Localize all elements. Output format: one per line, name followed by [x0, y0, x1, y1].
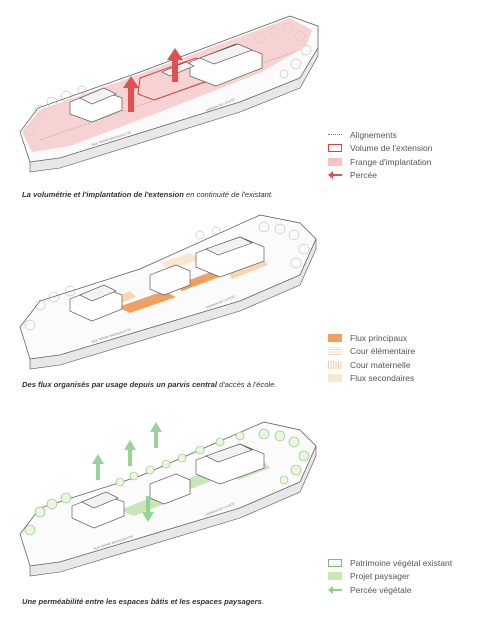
axonometric-site-plan-3: RUE PIERRE BROSSOLETTE TERRAIN DE LA COT… — [19, 421, 317, 577]
legend-item-flux-secondaires: Flux secondaires — [328, 372, 415, 386]
green-arrow-icon — [328, 585, 342, 594]
caption-panel-2: Des flux organisés par usage depuis un p… — [22, 380, 277, 389]
green-fill-swatch-icon — [328, 572, 342, 581]
tree-texture — [24, 221, 310, 331]
panel-volumetrie: RUE PIERRE BROSSOLETTE TERRAIN DE LA COT… — [0, 0, 488, 205]
legend-panel-2: Flux principaux Cour élémentaire Cour ma… — [328, 331, 415, 385]
panel-vegetal: RUE PIERRE BROSSOLETTE TERRAIN DE LA COT… — [0, 410, 488, 615]
buildings — [71, 443, 265, 529]
patrimoine-vegetal — [24, 428, 310, 536]
percee-arrows — [123, 48, 183, 112]
percee-vegetale-arrows — [92, 422, 162, 522]
legend-panel-1: Alignements Volume de l'extension Frange… — [328, 128, 432, 182]
site-slab-edge — [29, 238, 317, 370]
legend-item-patrimoine: Patrimoine végétal existant — [328, 556, 452, 570]
axonometric-site-plan-1: RUE PIERRE BROSSOLETTE TERRAIN DE LA COT… — [19, 15, 319, 173]
legend-item-cour-elementaire: Cour élémentaire — [328, 345, 415, 359]
red-outline-swatch-icon — [328, 144, 342, 153]
buildings — [69, 43, 263, 123]
legend-item-cour-maternelle: Cour maternelle — [328, 358, 415, 372]
legend-item-percee-vegetale: Percée végétale — [328, 583, 452, 597]
legend-panel-3: Patrimoine végétal existant Projet paysa… — [328, 556, 452, 597]
legend-item-projet: Projet paysager — [328, 570, 452, 584]
caption-panel-3: Une perméabilité entre les espaces bâtis… — [22, 597, 264, 606]
light-orange-vertical-stripes-swatch-icon — [328, 360, 342, 369]
site-slab-edge — [29, 46, 319, 173]
site-slab-edge — [29, 445, 317, 577]
caption-panel-1: La volumétrie et l'implantation de l'ext… — [22, 190, 274, 199]
green-outline-swatch-icon — [328, 558, 342, 567]
pale-orange-dots-swatch-icon — [328, 374, 342, 383]
legend-item-frange: Frange d'implantation — [328, 155, 432, 169]
light-orange-stripes-swatch-icon — [328, 347, 342, 356]
pink-fill-swatch-icon — [328, 157, 342, 166]
buildings — [69, 236, 265, 322]
red-arrow-icon — [328, 171, 342, 180]
dotted-line-swatch-icon — [328, 134, 342, 136]
axonometric-site-plan-2: RUE PIERRE BROSSOLETTE TERRAIN DE LA COT… — [19, 214, 317, 370]
legend-item-alignements: Alignements — [328, 128, 432, 142]
legend-item-percee: Percée — [328, 169, 432, 183]
orange-fill-swatch-icon — [328, 333, 342, 342]
legend-item-flux-principaux: Flux principaux — [328, 331, 415, 345]
panel-flux: RUE PIERRE BROSSOLETTE TERRAIN DE LA COT… — [0, 205, 488, 410]
legend-item-volume: Volume de l'extension — [328, 142, 432, 156]
